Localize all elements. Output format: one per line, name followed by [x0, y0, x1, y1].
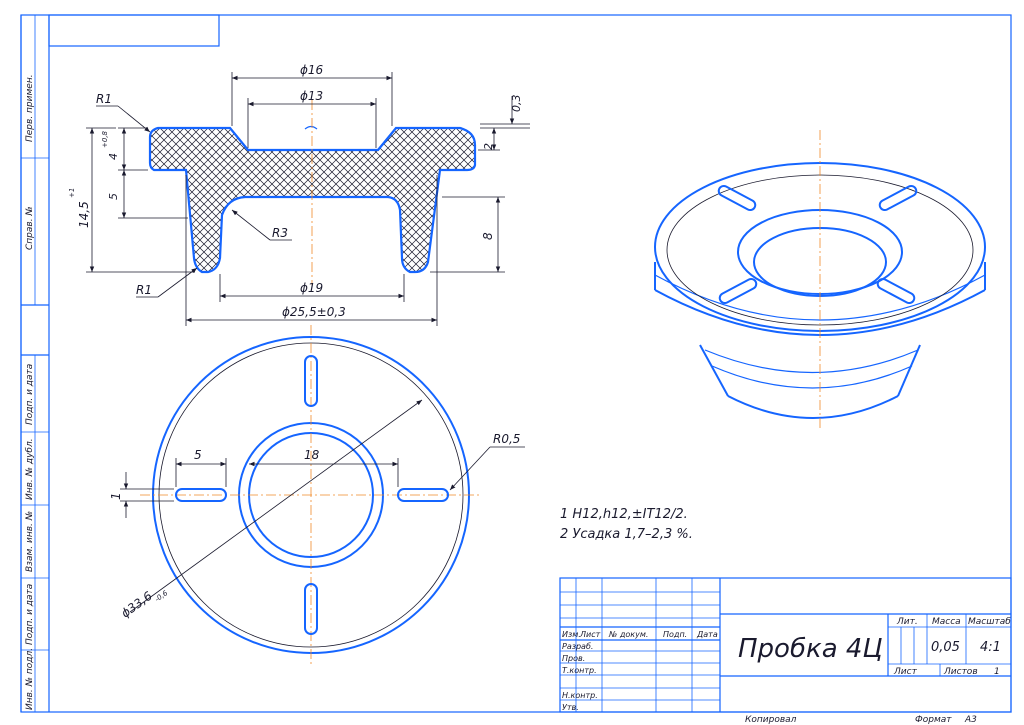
dim-plan-18: 18 — [304, 448, 320, 462]
title-block: Изм. Лист № докум. Подп. Дата Разраб. Пр… — [559, 577, 1012, 725]
row-nkontr: Н.контр. — [562, 691, 598, 700]
format-value: A3 — [964, 715, 977, 725]
label-perv-primen: Перв. примен. — [25, 74, 35, 142]
dim-r1-bottom: R1 — [136, 283, 152, 297]
label-inv-podl: Инв. № подл. — [25, 648, 35, 710]
sheet-label: Лист — [893, 667, 918, 677]
section-view: ϕ16 ϕ13 ϕ19 ϕ25,5±0,3 R1 R1 R3 0,3 2 4 — [68, 63, 530, 326]
label-podp-data-2: Подп. и дата — [25, 584, 35, 645]
dim-plan-1: 1 — [109, 492, 123, 500]
scale-value: 4:1 — [980, 640, 1001, 655]
row-utv: Утв. — [562, 703, 579, 712]
isometric-view — [654, 130, 986, 430]
label-inv-dubl: Инв. № дубл. — [25, 438, 35, 500]
note-1: 1 H12,h12,±IT12/2. — [560, 507, 688, 522]
row-tkontr: Т.контр. — [562, 666, 597, 675]
dim-h4: 4 — [107, 153, 120, 160]
sheet-frame — [20, 14, 1012, 713]
dim-d19: ϕ19 — [300, 281, 323, 295]
note-2: 2 Усадка 1,7–2,3 %. — [560, 527, 693, 542]
dim-h2: 2 — [482, 143, 495, 150]
row-razrab: Разраб. — [562, 642, 593, 651]
sheets-label: Листов — [943, 667, 978, 677]
dim-d25: ϕ25,5±0,3 — [282, 305, 346, 319]
slot-left — [175, 488, 227, 502]
dim-h03: 0,3 — [510, 95, 523, 113]
mass-value: 0,05 — [931, 640, 960, 655]
col-sign: Подп. — [663, 630, 687, 639]
dim-plan-5: 5 — [194, 448, 202, 462]
slot-right — [397, 488, 449, 502]
iso-slot-tr — [878, 184, 918, 212]
mass-header: Масса — [932, 617, 961, 627]
dim-h5: 5 — [107, 193, 120, 200]
format-label: Формат — [915, 715, 952, 725]
col-list: Лист — [579, 630, 601, 639]
plan-view: 5 18 1 R0,5 ϕ33,6 -0,6 — [109, 325, 525, 665]
iso-slot-bl — [718, 277, 758, 305]
technical-notes: 1 H12,h12,±IT12/2. 2 Усадка 1,7–2,3 %. — [560, 507, 693, 542]
lit-header: Лит. — [896, 617, 918, 627]
side-strip: Перв. примен. Справ. № Подп. и дата Инв.… — [20, 15, 50, 712]
iso-slot-br — [876, 277, 916, 305]
copied-label: Копировал — [745, 715, 797, 725]
dim-r3: R3 — [272, 226, 288, 240]
scale-header: Масштаб — [968, 617, 1011, 627]
slot-top — [304, 355, 318, 407]
section-hatched-body — [148, 126, 477, 274]
dim-h8: 8 — [481, 232, 495, 240]
label-podp-data-1: Подп. и дата — [25, 364, 35, 425]
label-vzam-inv: Взам. инв. № — [25, 511, 35, 572]
label-sprav-no: Справ. № — [25, 206, 35, 250]
row-prov: Пров. — [562, 654, 585, 663]
dim-r1-top: R1 — [96, 92, 112, 106]
sheets-value: 1 — [994, 667, 1000, 677]
dim-plan-r05: R0,5 — [493, 432, 520, 446]
dim-h145-tol: +1 — [68, 188, 76, 198]
slot-bottom — [304, 583, 318, 635]
dim-plan-d336-tol: -0,6 — [153, 589, 169, 604]
dim-d16: ϕ16 — [300, 63, 324, 77]
dim-d13: ϕ13 — [300, 89, 323, 103]
col-izm: Изм. — [562, 630, 581, 639]
dim-h4-tol: +0,8 — [101, 130, 109, 148]
drawing-title: Пробка 4Ц — [738, 634, 883, 664]
col-doc: № докум. — [608, 630, 648, 639]
dim-h145: 14,5 — [77, 201, 91, 228]
dim-plan-d336: ϕ33,6 — [119, 589, 156, 621]
col-date: Дата — [696, 630, 718, 639]
iso-slot-tl — [717, 184, 757, 212]
